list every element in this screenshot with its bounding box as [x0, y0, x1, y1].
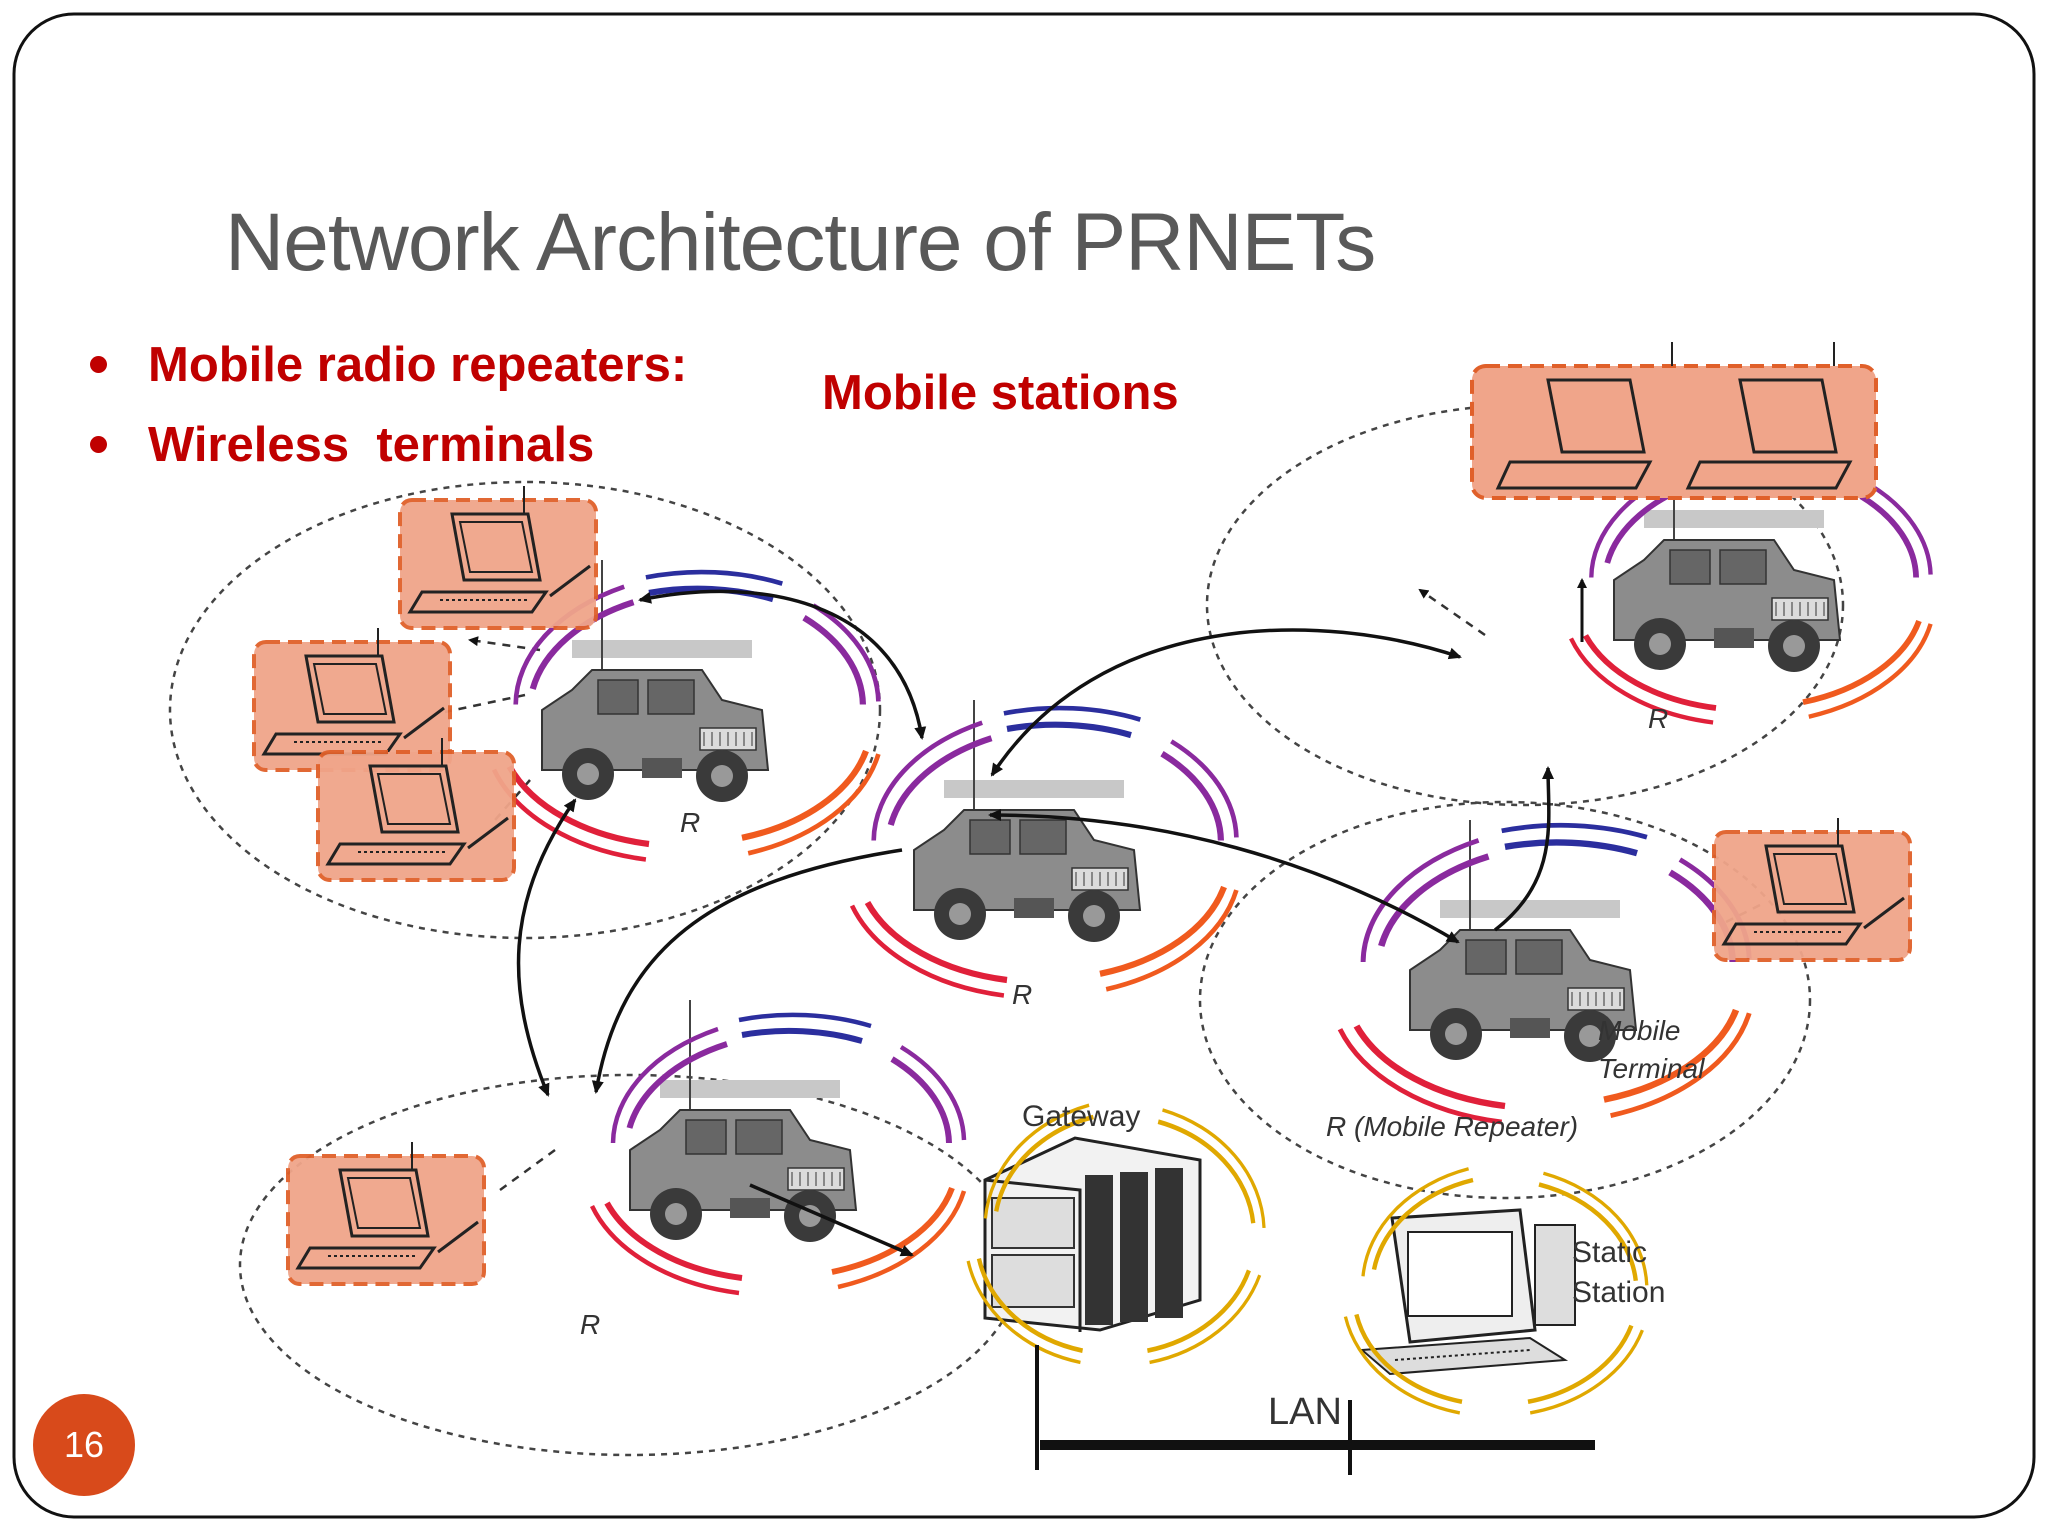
- mobile-stations-group: [1470, 342, 1878, 500]
- cell-boundary-right: [1198, 800, 1812, 1200]
- bullet-text: Wireless terminals: [148, 418, 595, 472]
- link-arrow: [516, 798, 577, 1097]
- cell-boundary-top-right: [1205, 403, 1845, 807]
- dashed-link: [444, 693, 526, 714]
- link-arrow: [990, 628, 1462, 777]
- link-arrow: [591, 848, 903, 1094]
- repeater-label: R: [680, 807, 700, 838]
- static-station-computer: [1359, 1208, 1576, 1376]
- bullet-item: Wireless terminals: [86, 410, 687, 490]
- wireless-terminal: [316, 736, 516, 882]
- mobile-stations-label: Mobile stations: [822, 366, 1179, 420]
- mobile-terminal-label: Terminal: [1598, 1053, 1705, 1084]
- repeater-label: R: [1648, 703, 1668, 734]
- bullet-dot: [90, 436, 107, 453]
- dashed-link: [468, 636, 541, 652]
- wireless-terminal: [252, 626, 452, 772]
- dashed-link: [499, 1148, 556, 1192]
- bullet-dot: [90, 356, 107, 373]
- wireless-terminal: [398, 484, 598, 630]
- wireless-terminal: [286, 1140, 486, 1286]
- repeater-label: R: [580, 1309, 600, 1340]
- link-arrow: [988, 809, 1460, 944]
- bullet-item: Mobile radio repeaters:: [86, 330, 687, 410]
- gateway-server: [983, 1136, 1202, 1332]
- slide-title: Network Architecture of PRNETs: [225, 197, 1376, 288]
- mobile-repeater-label: R (Mobile Repeater): [1326, 1111, 1578, 1142]
- lan-bus: [1035, 1345, 1595, 1475]
- gateway-label: Gateway: [1022, 1100, 1140, 1133]
- link-arrow: [749, 1183, 914, 1257]
- repeater-label: R: [1012, 979, 1032, 1010]
- page-number-badge: 16: [33, 1394, 135, 1496]
- wireless-terminal: [1712, 816, 1912, 962]
- bullet-text: Mobile radio repeaters:: [148, 338, 688, 392]
- dashed-link: [1418, 588, 1486, 637]
- static-station-label: Station: [1572, 1276, 1665, 1309]
- static-station-label: Static: [1572, 1236, 1647, 1269]
- bullet-list: Mobile radio repeaters: Wireless termina…: [86, 330, 687, 490]
- link-arrow: [638, 589, 927, 740]
- lan-label: LAN: [1268, 1391, 1342, 1433]
- link-arrow: [1493, 766, 1555, 932]
- mobile-terminal-label: Mobile: [1598, 1015, 1680, 1046]
- slide-frame: [12, 12, 2036, 1519]
